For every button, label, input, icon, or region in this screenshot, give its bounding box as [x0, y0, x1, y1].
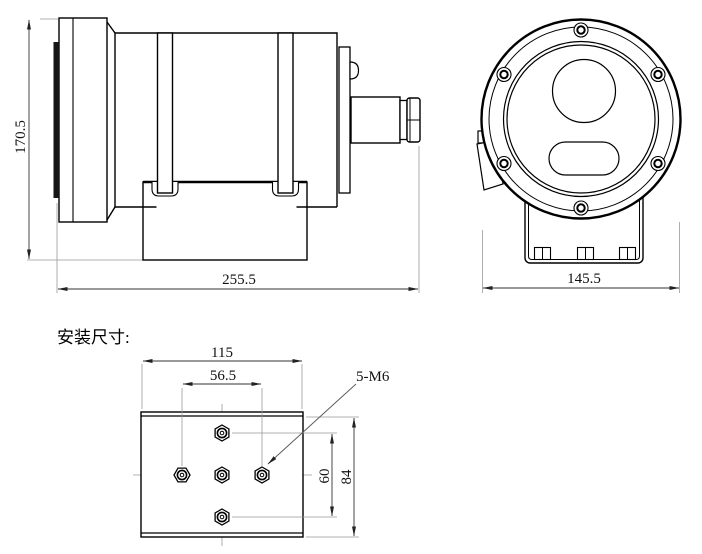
mount-bolt-bottom — [214, 508, 230, 526]
rear-cap — [338, 46, 351, 194]
dim-label-front-width: 145.5 — [567, 271, 601, 287]
dim-label-84: 84 — [339, 469, 355, 485]
mount-bolt-center — [214, 466, 230, 484]
thread-leader-line — [267, 383, 357, 465]
taper-top — [106, 21, 116, 34]
lens-window — [551, 58, 617, 124]
dim-label-side-length: 255.5 — [222, 272, 256, 288]
barrel-fill — [115, 33, 337, 207]
flange-screw-bottom — [573, 200, 589, 216]
cable-gland-body — [350, 96, 401, 144]
clamp-strap-1 — [156, 32, 174, 194]
flange-screw-top — [573, 22, 589, 38]
flange-screw-upper-left — [496, 66, 512, 83]
clamp-strap-2 — [277, 32, 294, 194]
cover-rim-inner — [506, 44, 656, 194]
flange-screw-lower-left — [496, 155, 512, 172]
cover-rim-outer — [502, 40, 660, 198]
side-base — [142, 181, 308, 261]
base-foot-3 — [618, 246, 637, 261]
dim-label-56: 56.5 — [210, 368, 236, 384]
taper-bottom — [106, 206, 116, 221]
mount-bolt-top — [214, 424, 230, 442]
dim-label-60: 60 — [317, 469, 333, 484]
lower-window — [548, 141, 620, 176]
flange-screw-upper-right — [650, 66, 666, 83]
mount-view-title: 安装尺寸: — [57, 328, 130, 347]
rear-screw-bump — [349, 61, 360, 80]
thread-callout-label: 5-M6 — [356, 369, 390, 385]
base-foot-1 — [533, 246, 552, 261]
cable-gland-ring — [399, 99, 408, 141]
base-foot-2 — [576, 246, 595, 261]
front-glass-edge — [53, 42, 59, 198]
mount-bolt-left — [173, 467, 191, 483]
dim-label-side-height: 170.5 — [13, 120, 29, 154]
dim-label-115: 115 — [211, 345, 233, 361]
front-view: 145.5 — [476, 18, 682, 293]
mount-view: 安装尺寸: — [57, 328, 390, 546]
side-view: 170.5 255.5 — [13, 17, 421, 293]
front-bezel — [58, 17, 108, 223]
mount-bolt-right — [254, 466, 270, 484]
barrel-outline — [114, 32, 338, 207]
flange-screw-lower-right — [650, 155, 666, 172]
